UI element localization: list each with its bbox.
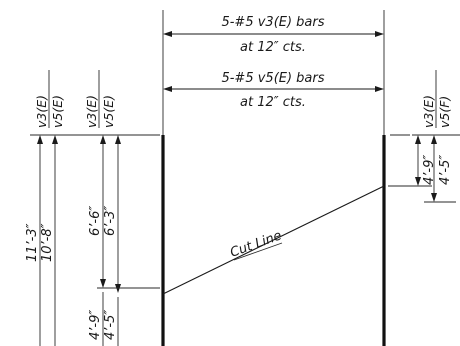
left-col-2-dim-d: 4’-5″ [103,310,118,340]
cut-line-label: Cut Line [228,228,284,260]
left-col-2-label-a: v3(E) [84,95,99,128]
cut-line [162,185,385,295]
top-bars-dimension [163,31,384,37]
top-bars-label-line1: 5-#5 v3(E) bars [221,15,324,30]
left-col-2-labels: v3(E) v5(E) [84,70,116,128]
right-col-dim-b: 4’-5″ [438,155,453,185]
left-col-1-label-b: v5(E) [50,95,65,128]
mid-bars-dimension [163,86,384,92]
cut-line-label-underline [233,242,283,261]
left-col-1-dim-b: 10’-8″ [40,223,55,262]
top-bars-label-line2: at 12″ cts. [240,40,306,55]
left-col-2-label-b: v5(E) [101,95,116,128]
left-col-1-dim-a: 11’-3″ [25,223,40,262]
left-col-2-dim-a: 6’-6″ [88,206,103,236]
right-col-labels: v3(E) v5(F) [421,70,452,128]
mid-bars-label-line1: 5-#5 v5(E) bars [221,71,324,86]
left-col-1-labels: v3(E) v5(E) [34,70,65,128]
right-col-dim-a: 4’-9″ [422,155,437,185]
right-col-dim-lines [388,134,460,203]
mid-bars-label-line2: at 12″ cts. [240,95,306,110]
left-col-2-dim-c: 4’-9″ [88,310,103,340]
left-col-2-dim-b: 6’-3″ [103,206,118,236]
left-col-1-dim-lines [37,135,58,346]
left-col-2-dim-lines [97,135,160,346]
right-col-label-a: v3(E) [421,95,436,128]
right-col-label-b: v5(F) [437,96,452,128]
left-col-1-label-a: v3(E) [34,95,49,128]
